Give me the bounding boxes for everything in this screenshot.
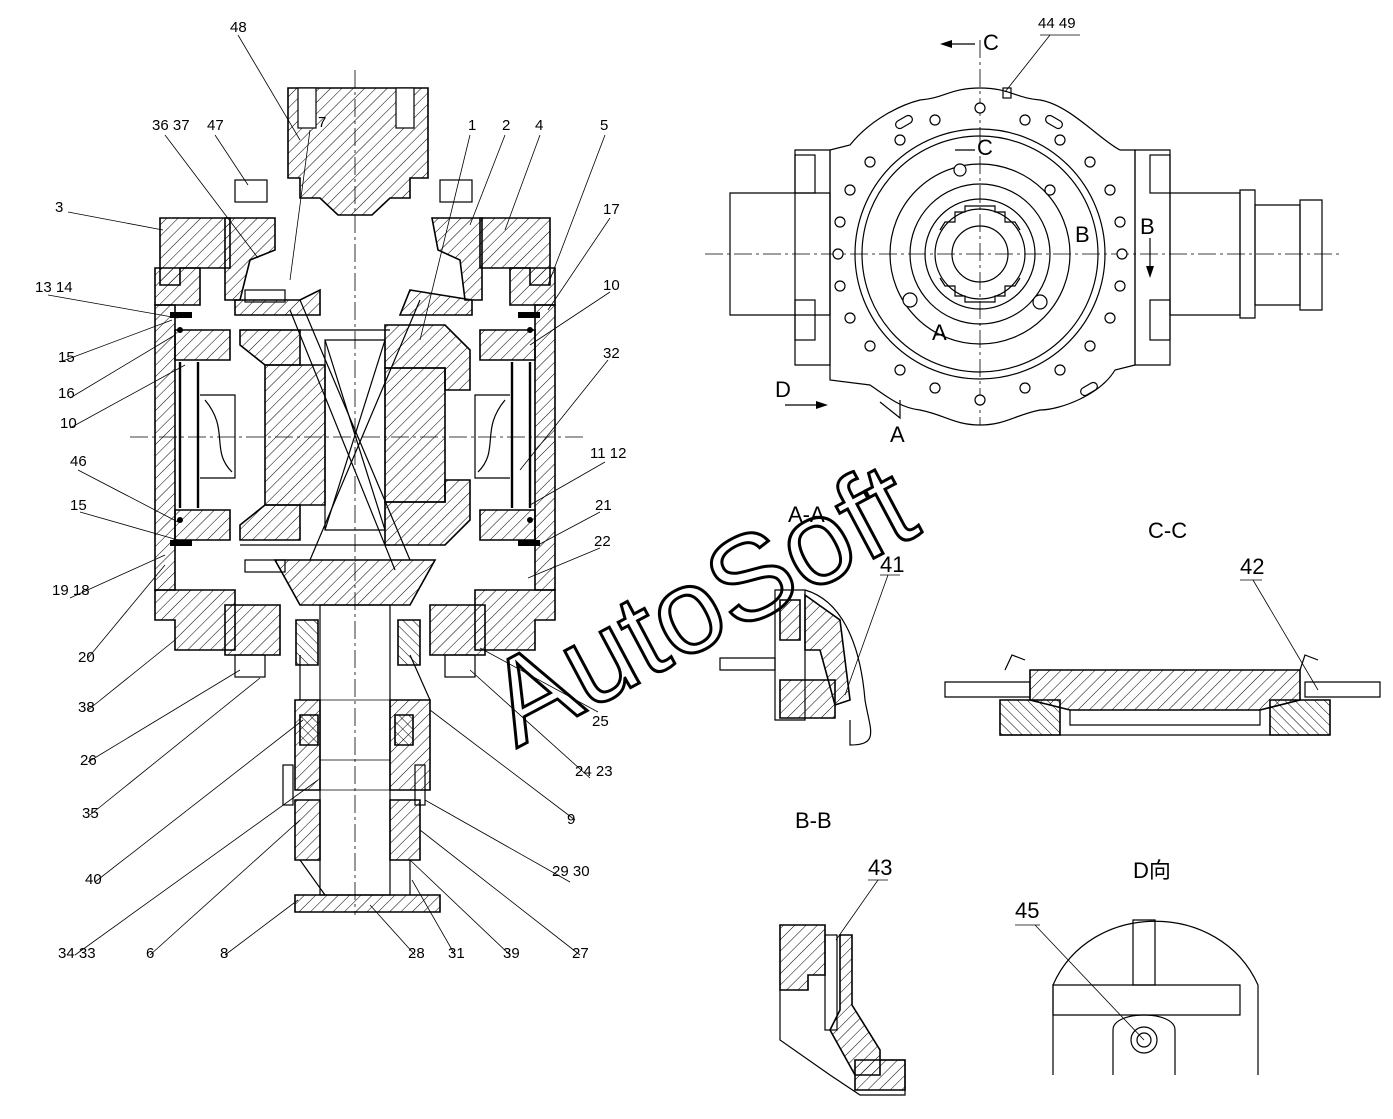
callout-10-right: 10 [603,277,620,294]
callout-31: 31 [448,945,465,962]
callout-27: 27 [572,945,589,962]
callout-4: 4 [535,117,543,134]
callout-32: 32 [603,345,620,362]
section-title-bb: B-B [795,808,832,833]
view-marker-a-inner: A [932,320,947,345]
callout-35: 35 [82,805,99,822]
callout-8: 8 [220,945,228,962]
section-title-cc: C-C [1148,518,1187,543]
callout-39: 39 [503,945,520,962]
callout-15-upper: 15 [58,349,75,366]
leader-lines-main [47,34,611,956]
callout-11-12: 11 12 [590,445,626,462]
callout-26: 26 [80,752,97,769]
callout-47: 47 [207,117,224,134]
view-marker-d: D [775,377,791,402]
callout-44-49: 44 49 [1038,15,1076,32]
callout-46: 46 [70,453,87,470]
callout-34-33: 34 33 [58,945,96,962]
callout-41: 41 [880,552,904,577]
callout-10-left: 10 [60,415,77,432]
callout-36-37: 36 37 [152,117,190,134]
callout-48: 48 [230,19,247,36]
view-marker-b-inner: B [1075,222,1090,247]
callout-25: 25 [592,713,609,730]
callout-29-30: 29 30 [552,863,590,880]
callout-13-14: 13 14 [35,279,73,296]
callout-43: 43 [868,855,892,880]
callout-40: 40 [85,871,102,888]
section-aa: A-A 41 [719,502,904,746]
view-title-d: D向 [1133,858,1171,883]
callout-20: 20 [78,649,95,666]
callout-24-23: 24 23 [575,763,613,780]
view-d: D向 45 [1015,858,1259,1075]
callout-38: 38 [78,699,95,716]
view-marker-b-right: B [1140,214,1155,239]
callout-labels-main: 48 7 1 2 4 5 36 37 47 3 17 13 14 10 15 1… [35,19,626,962]
callout-21: 21 [595,497,612,514]
callout-45: 45 [1015,898,1039,923]
end-view: C C B B A A D 44 49 [705,15,1340,447]
callout-19-18: 19 18 [52,582,90,599]
view-marker-c-top: C [983,30,999,55]
callout-6: 6 [146,945,154,962]
callout-16: 16 [58,385,75,402]
callout-3: 3 [55,199,63,216]
callout-7: 7 [318,114,326,131]
callout-9: 9 [567,811,575,828]
view-marker-c-inner: C [977,135,993,160]
view-marker-a-bottom: A [890,422,905,447]
section-bb: B-B 43 [779,808,906,1096]
callout-42: 42 [1240,554,1264,579]
callout-28: 28 [408,945,425,962]
callout-15-lower: 15 [70,497,87,514]
callout-2: 2 [502,117,510,134]
main-section-view [130,70,585,915]
section-title-aa: A-A [788,502,825,527]
callout-22: 22 [594,533,611,550]
callout-1: 1 [468,117,476,134]
callout-5: 5 [600,117,608,134]
callout-17: 17 [603,201,620,218]
section-cc: C-C 42 [944,518,1381,736]
